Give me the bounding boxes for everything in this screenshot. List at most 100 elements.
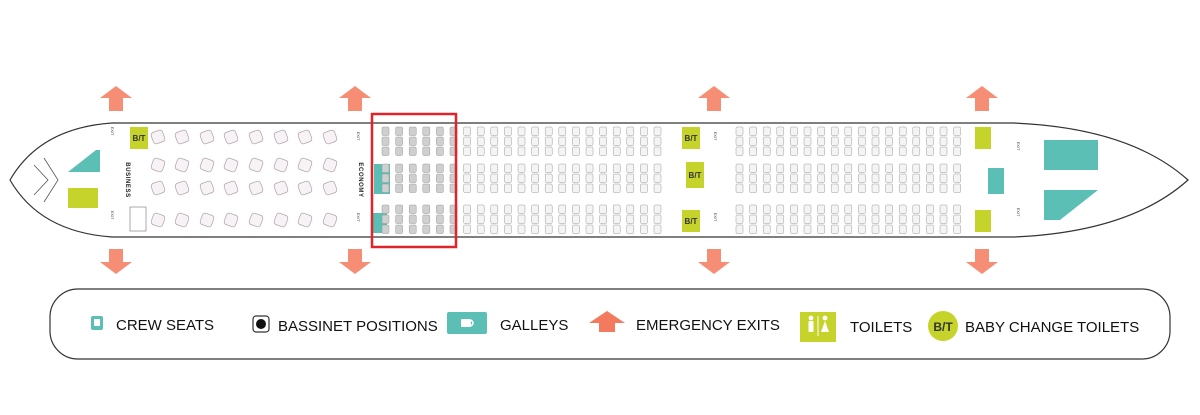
business-seat-r3-c3 <box>223 212 239 228</box>
business-seats <box>129 129 338 232</box>
eco-aft-seat-c1-b0-r2 <box>749 146 757 156</box>
eco-fwd-seat-c9-b1-r2 <box>504 183 512 193</box>
eco-aft-seat-c2-b2-r1 <box>762 214 771 224</box>
eco-aft-seat-c9-b2-r0 <box>858 204 866 214</box>
eco-fwd-seat-c8-b1-r0 <box>490 163 499 173</box>
eco-fwd-seat-c3-b0-r1 <box>422 136 431 146</box>
eco-fwd-seat-c3-b2-r0 <box>422 204 431 214</box>
eco-fwd-seat-c17-b0-r0 <box>612 126 621 136</box>
eco-fwd-seat-c12-b1-r1 <box>544 173 553 183</box>
eco-aft-seat-c16-b1-r2 <box>953 183 961 193</box>
eco-fwd-seat-c4-b1-r0 <box>436 163 444 173</box>
eco-fwd-seat-c15-b1-r0 <box>585 163 594 173</box>
eco-aft-seat-c14-b1-r1 <box>926 173 934 183</box>
eco-aft-seat-c1-b0-r1 <box>749 136 757 146</box>
toilet-block-2 <box>682 127 700 149</box>
eco-aft-seat-c16-b2-r1 <box>953 214 961 224</box>
eco-aft-seat-c16-b0-r2 <box>953 146 961 156</box>
eco-fwd-seat-c1-b1-r0 <box>395 163 403 173</box>
legend-item-toilets: TOILETS <box>800 312 912 342</box>
eco-aft-seat-c4-b1-r2 <box>790 183 798 193</box>
exit-arrow-up-2 <box>698 86 730 111</box>
legend-label-toilets: TOILETS <box>850 319 912 336</box>
legend-item-galleys: GALLEYS <box>447 312 568 334</box>
eco-fwd-seat-c7-b0-r1 <box>476 136 485 146</box>
eco-aft-seat-c3-b0-r2 <box>776 146 785 156</box>
eco-fwd-seat-c17-b2-r0 <box>612 204 621 214</box>
eco-aft-seat-c0-b2-r2 <box>735 224 744 234</box>
eco-aft-seat-c13-b0-r1 <box>912 136 921 146</box>
eco-fwd-seat-c8-b2-r0 <box>490 204 499 214</box>
eco-fwd-seat-c16-b1-r1 <box>599 173 607 183</box>
eco-aft-seat-c2-b0-r0 <box>762 126 771 136</box>
eco-fwd-seat-c9-b2-r1 <box>504 214 512 224</box>
fuselage-outline <box>9 122 1189 238</box>
eco-fwd-seat-c4-b2-r2 <box>436 224 444 234</box>
eco-fwd-seat-c18-b1-r0 <box>626 163 635 173</box>
eco-fwd-seat-c12-b0-r0 <box>544 126 553 136</box>
eco-aft-seat-c0-b0-r1 <box>735 136 744 146</box>
eco-fwd-seat-c1-b0-r0 <box>395 126 403 136</box>
eco-aft-seat-c7-b0-r1 <box>830 136 839 146</box>
eco-fwd-seat-c13-b1-r2 <box>558 183 567 193</box>
eco-aft-seat-c6-b0-r1 <box>817 136 825 146</box>
eco-fwd-seat-c13-b1-r1 <box>558 173 567 183</box>
eco-fwd-seat-c17-b2-r1 <box>612 214 621 224</box>
eco-aft-seat-c9-b1-r0 <box>858 163 866 173</box>
eco-fwd-seat-c8-b1-r2 <box>490 183 499 193</box>
business-seat-r2-c6 <box>297 180 313 196</box>
eco-aft-seat-c10-b1-r2 <box>871 183 880 193</box>
eco-aft-seat-c11-b0-r2 <box>885 146 893 156</box>
eco-aft-seat-c6-b1-r1 <box>817 173 825 183</box>
eco-aft-seat-c5-b0-r2 <box>803 146 812 156</box>
exit-arrow-up-1 <box>339 86 371 111</box>
business-seat-r3-c7 <box>322 212 338 228</box>
eco-fwd-seat-c14-b2-r1 <box>572 214 580 224</box>
eco-aft-seat-c16-b0-r0 <box>953 126 961 136</box>
eco-fwd-seat-c11-b0-r2 <box>531 146 539 156</box>
exit-door-label-3: EXIT <box>356 213 361 222</box>
eco-aft-seat-c9-b0-r1 <box>858 136 866 146</box>
eco-fwd-seat-c0-b1-r1 <box>381 173 390 183</box>
eco-fwd-seat-c14-b1-r1 <box>572 173 580 183</box>
eco-fwd-seat-c7-b2-r2 <box>476 224 485 234</box>
eco-aft-seat-c5-b1-r0 <box>803 163 812 173</box>
eco-aft-seat-c12-b2-r0 <box>898 204 907 214</box>
eco-fwd-seat-c11-b1-r1 <box>531 173 539 183</box>
eco-aft-seat-c13-b2-r2 <box>912 224 921 234</box>
eco-fwd-seat-c12-b2-r0 <box>544 204 553 214</box>
eco-fwd-seat-c4-b0-r0 <box>436 126 444 136</box>
eco-aft-seat-c0-b1-r1 <box>735 173 744 183</box>
exit-arrow-down-3 <box>966 249 998 274</box>
exit-arrow-down-1 <box>339 249 371 274</box>
eco-fwd-seat-c6-b0-r0 <box>463 126 471 136</box>
eco-aft-seat-c10-b1-r1 <box>871 173 880 183</box>
eco-aft-seat-c13-b2-r1 <box>912 214 921 224</box>
eco-aft-seat-c15-b0-r0 <box>939 126 948 136</box>
eco-fwd-seat-c1-b1-r2 <box>395 183 403 193</box>
eco-fwd-seat-c16-b0-r1 <box>599 136 607 146</box>
eco-aft-seat-c4-b2-r0 <box>790 204 798 214</box>
exit-door-label-7: EXIT <box>1016 208 1021 217</box>
eco-aft-seat-c6-b0-r0 <box>817 126 825 136</box>
eco-fwd-seat-c9-b0-r2 <box>504 146 512 156</box>
business-seat-r2-c2 <box>199 180 215 196</box>
eco-fwd-seat-c6-b0-r1 <box>463 136 471 146</box>
eco-fwd-seat-c15-b0-r1 <box>585 136 594 146</box>
eco-aft-seat-c13-b1-r0 <box>912 163 921 173</box>
eco-fwd-seat-c16-b2-r0 <box>599 204 607 214</box>
eco-fwd-seat-c20-b2-r0 <box>653 204 662 214</box>
eco-fwd-seat-c17-b1-r2 <box>612 183 621 193</box>
eco-aft-seat-c8-b0-r0 <box>844 126 853 136</box>
business-seat-r0-c2 <box>199 129 215 145</box>
eco-aft-seat-c15-b0-r1 <box>939 136 948 146</box>
eco-fwd-seat-c11-b0-r0 <box>531 126 539 136</box>
eco-fwd-seat-c14-b2-r0 <box>572 204 580 214</box>
eco-fwd-seat-c14-b1-r0 <box>572 163 580 173</box>
business-seat-r3-c4 <box>248 212 264 228</box>
eco-aft-seat-c2-b0-r1 <box>762 136 771 146</box>
galley-front-upper <box>68 150 100 172</box>
eco-fwd-seat-c19-b0-r2 <box>640 146 648 156</box>
eco-aft-seat-c4-b0-r0 <box>790 126 798 136</box>
eco-aft-seat-c5-b0-r0 <box>803 126 812 136</box>
